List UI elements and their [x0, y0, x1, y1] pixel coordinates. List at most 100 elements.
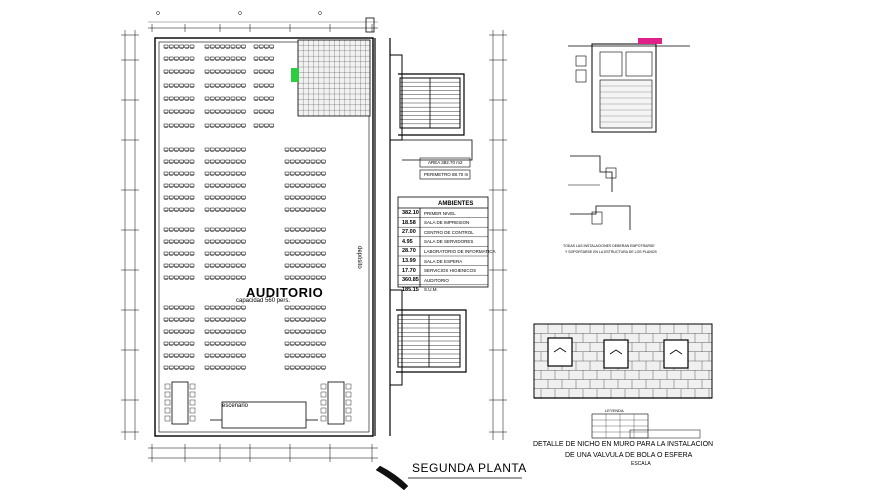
- left-panel-table: [171, 381, 189, 425]
- seat: [241, 159, 246, 165]
- seat: [284, 227, 290, 233]
- seat: [204, 263, 210, 269]
- seat: [179, 275, 184, 281]
- perimeter-note-box: [419, 169, 471, 180]
- seat: [310, 341, 316, 347]
- seat: [204, 275, 210, 281]
- chair: [164, 399, 171, 406]
- seat: [220, 251, 225, 257]
- seat: [209, 109, 215, 115]
- seat: [215, 305, 220, 311]
- seat: [225, 305, 231, 311]
- seat: [315, 239, 321, 245]
- seat: [215, 147, 220, 153]
- seat: [305, 195, 311, 201]
- seat: [289, 195, 295, 201]
- seat: [264, 56, 269, 62]
- seat: [315, 305, 321, 311]
- seat: [230, 365, 236, 371]
- seat: [295, 329, 300, 335]
- seat: [305, 365, 311, 371]
- seat: [220, 353, 225, 359]
- seat: [204, 239, 210, 245]
- seat: [174, 251, 179, 257]
- table-cell-name: CENTRO DE CONTROL: [424, 229, 474, 235]
- auditorium-capacity: capacidad 560 pers.: [236, 298, 291, 304]
- seat: [305, 275, 311, 281]
- seat: [179, 96, 184, 102]
- seat: [235, 96, 241, 102]
- seat: [295, 275, 300, 281]
- seat: [179, 83, 184, 89]
- valve-symbol: [669, 349, 683, 355]
- seat: [295, 317, 300, 323]
- seat: [179, 147, 184, 153]
- seat: [204, 69, 210, 75]
- seat: [189, 207, 195, 213]
- seat: [168, 123, 174, 129]
- seat: [189, 83, 195, 89]
- seat: [215, 123, 220, 129]
- seat: [295, 341, 300, 347]
- seat: [184, 109, 190, 115]
- seat: [230, 305, 236, 311]
- seat: [315, 147, 321, 153]
- seat: [230, 227, 236, 233]
- seat: [269, 123, 274, 129]
- seat: [174, 147, 179, 153]
- seat: [295, 251, 300, 257]
- seat: [168, 275, 174, 281]
- seat: [204, 353, 210, 359]
- seat: [209, 123, 215, 129]
- seat: [179, 69, 184, 75]
- seat: [184, 183, 190, 189]
- seat: [284, 183, 290, 189]
- stair-wall: [396, 309, 467, 373]
- seat: [305, 239, 311, 245]
- seat: [295, 305, 300, 311]
- seat: [209, 275, 215, 281]
- seat: [174, 317, 179, 323]
- seat: [284, 317, 290, 323]
- seat: [168, 83, 174, 89]
- pipe-detail-1: [570, 155, 613, 192]
- seat: [184, 227, 190, 233]
- seat: [305, 353, 311, 359]
- seat: [168, 96, 174, 102]
- seat: [204, 341, 210, 347]
- dimension-lines: [121, 11, 507, 462]
- seat: [179, 44, 184, 50]
- seat: [310, 263, 316, 269]
- seat: [215, 207, 220, 213]
- seat: [179, 207, 184, 213]
- seat: [215, 317, 220, 323]
- seat: [241, 365, 246, 371]
- seat: [289, 227, 295, 233]
- table-cell-name: AUDITORIO: [424, 277, 449, 283]
- seat: [264, 109, 269, 115]
- seat: [241, 329, 246, 335]
- seat: [209, 171, 215, 177]
- seat: [189, 183, 195, 189]
- seat: [241, 341, 246, 347]
- wing-wall: [402, 139, 473, 161]
- seat: [321, 329, 326, 335]
- seat: [230, 83, 236, 89]
- seat: [174, 227, 179, 233]
- seat: [321, 195, 326, 201]
- corridor-label: depósito: [356, 246, 362, 269]
- seat: [305, 147, 311, 153]
- seat: [209, 96, 215, 102]
- seat: [235, 341, 241, 347]
- seat: [225, 227, 231, 233]
- inner-wall: [158, 41, 370, 433]
- seat: [321, 341, 326, 347]
- seat: [235, 183, 241, 189]
- seat: [230, 329, 236, 335]
- seat: [225, 171, 231, 177]
- seat: [310, 275, 316, 281]
- seat: [163, 353, 169, 359]
- seat: [225, 96, 231, 102]
- seat: [209, 305, 215, 311]
- seat: [209, 317, 215, 323]
